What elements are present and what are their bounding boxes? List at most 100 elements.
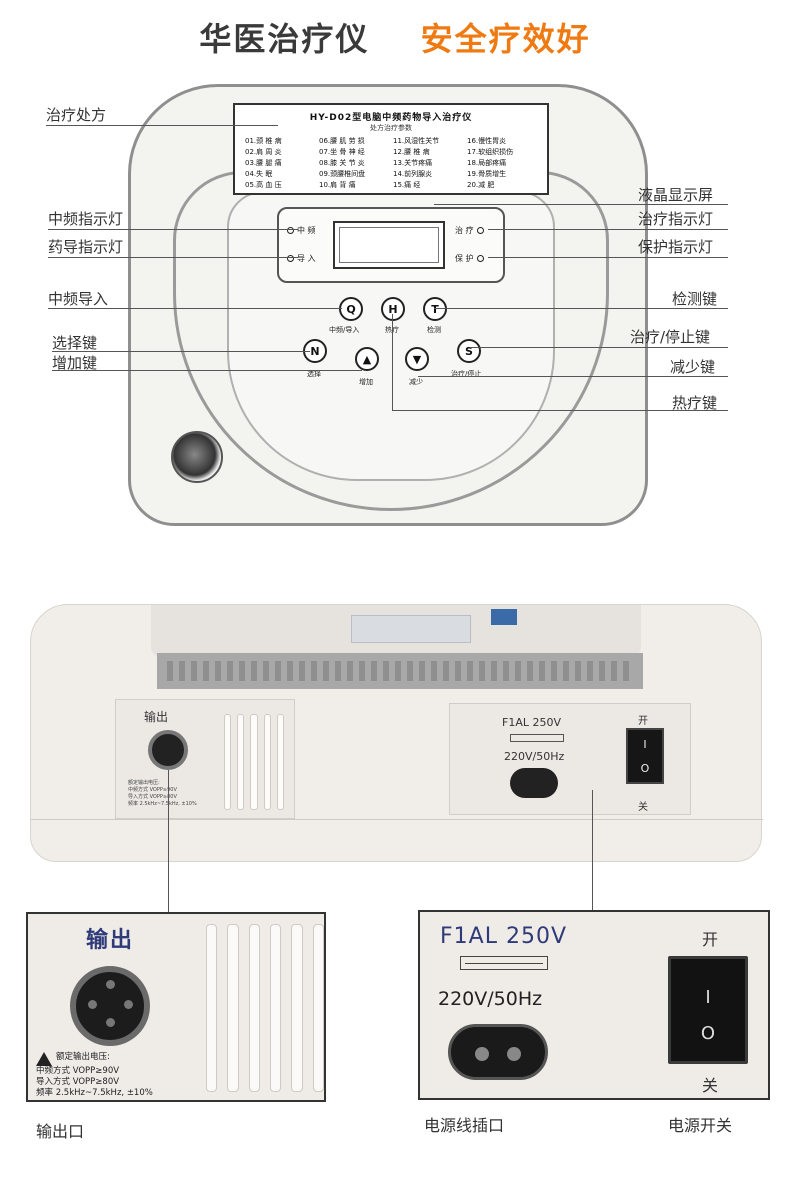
protect-indicator-label: 保 护	[455, 254, 474, 263]
back-warning-line: 中频方式 VOPP≥90V	[128, 787, 177, 793]
key-minus[interactable]: ▼	[405, 347, 429, 371]
back-power-inlet-icon[interactable]	[510, 768, 558, 798]
key-start-stop-label: 治疗/停止	[451, 370, 482, 378]
device-top-view: HY-D02型电脑中频药物导入治疗仪 处方治疗参数 01.颈 椎 病 06.腰 …	[128, 84, 648, 526]
callout-protect-light: 保护指示灯	[638, 238, 714, 256]
output-socket-icon[interactable]	[70, 966, 150, 1046]
prescription-item: 01.颈 椎 病	[245, 137, 282, 145]
back-label-text-pattern	[167, 661, 633, 681]
prescription-item: 19.骨质增生	[467, 170, 507, 178]
prescription-item: 07.坐 骨 神 经	[319, 148, 365, 156]
zoom-output-warning: 额定输出电压: 中频方式 VOPP≥90V 导入方式 VOPP≥80V 频率 2…	[36, 1052, 226, 1099]
caption-output-port: 输出口	[36, 1122, 85, 1141]
prescription-item: 16.慢性胃炎	[467, 137, 507, 145]
back-blue-tab	[491, 609, 517, 625]
back-power-panel: F1AL 250V 220V/50Hz 开 I O 关	[449, 703, 691, 815]
back-label-strip	[157, 653, 643, 689]
vent-slot	[263, 714, 271, 810]
indicator-light-icon	[287, 255, 294, 262]
callout-drug-light: 药导指示灯	[48, 238, 124, 256]
back-fuse-label: F1AL 250V	[502, 716, 561, 729]
prescription-title: HY-D02型电脑中频药物导入治疗仪	[309, 113, 473, 123]
key-test[interactable]: T	[423, 297, 447, 321]
prescription-item: 15.痛 经	[393, 181, 421, 189]
callout-minus-key: 减少键	[670, 358, 716, 376]
zoom-fuse-label: F1AL 250V	[440, 924, 567, 949]
drug-indicator-label: 导 入	[297, 254, 316, 263]
callout-line	[52, 370, 362, 371]
back-output-panel: 输出 额定输出电压: 中频方式 VOPP≥90V 导入方式 VOPP≥80V 频…	[115, 699, 295, 819]
key-heat[interactable]: H	[381, 297, 405, 321]
prescription-item: 08.膝 关 节 炎	[319, 159, 365, 167]
callout-line	[470, 347, 728, 348]
vent-slot	[269, 924, 282, 1092]
callout-line	[488, 229, 728, 230]
fuse-symbol-icon	[510, 734, 564, 742]
callout-line	[488, 257, 728, 258]
zoom-connector-line	[592, 790, 593, 910]
headline: 华医治疗仪 安全疗效好	[0, 14, 790, 60]
zoom-warning-line: 导入方式 VOPP≥80V	[36, 1077, 120, 1087]
vent-slot	[250, 714, 258, 810]
zoom-connector-line	[168, 770, 169, 912]
callout-start-stop-key: 治疗/停止键	[630, 328, 711, 346]
zoom-output-title: 输出	[86, 928, 135, 953]
prescription-item: 20.减 肥	[467, 181, 495, 189]
callout-line	[392, 410, 728, 411]
switch-on-mark: I	[705, 987, 711, 1008]
callout-plus-key: 增加键	[52, 354, 98, 372]
prescription-item: 06.腰 肌 劳 损	[319, 137, 365, 145]
back-power-switch[interactable]: I O	[626, 728, 664, 784]
back-warning-line: 导入方式 VOPP≥80V	[128, 794, 177, 800]
callout-line	[434, 204, 728, 205]
lcd-inner	[339, 227, 439, 263]
key-start-stop[interactable]: S	[457, 339, 481, 363]
key-mf-import[interactable]: Q	[339, 297, 363, 321]
socket-pin	[106, 980, 115, 989]
callout-lcd: 液晶显示屏	[638, 186, 714, 204]
zoom-warning-line: 中频方式 VOPP≥90V	[36, 1066, 120, 1076]
vent-slot	[206, 924, 218, 1092]
callout-line	[418, 376, 728, 377]
zoom-warning-line: 额定输出电压:	[56, 1052, 110, 1062]
vent-slot	[224, 714, 232, 810]
control-display-box: 中 频 导 入 治 疗 保 护	[277, 207, 505, 283]
back-seam	[31, 819, 763, 820]
socket-pin	[88, 1000, 97, 1009]
power-switch[interactable]: I O	[668, 956, 748, 1064]
indicator-light-icon	[287, 227, 294, 234]
callout-line	[48, 257, 298, 258]
switch-on-mark: I	[643, 738, 647, 751]
back-warning-line: 额定输出电压:	[128, 780, 160, 786]
caption-power-inlet: 电源线插口	[424, 1116, 505, 1135]
back-switch-off-label: 关	[638, 802, 648, 813]
prescription-grid: 01.颈 椎 病 06.腰 肌 劳 损 11.风湿性关节 16.慢性胃炎 02.…	[245, 136, 537, 190]
back-vents	[224, 714, 285, 810]
prescription-item: 17.软组织损伤	[467, 148, 514, 156]
callout-line	[46, 125, 278, 126]
indicator-light-icon	[476, 255, 484, 262]
headline-left: 华医治疗仪	[199, 20, 370, 58]
back-output-warning: 额定输出电压: 中频方式 VOPP≥90V 导入方式 VOPP≥80V 频率 2…	[128, 780, 218, 808]
zoom-output-panel: 输出 额定输出电压: 中频方式 VOPP≥90V 导入方式 VOPP≥80V 频…	[26, 912, 326, 1102]
back-voltage-label: 220V/50Hz	[504, 750, 565, 763]
zoom-voltage-label: 220V/50Hz	[438, 988, 543, 1010]
callout-line	[48, 308, 342, 309]
key-plus-label: 增加	[359, 378, 373, 386]
switch-off-mark: O	[700, 1023, 716, 1044]
prescription-item: 10.肩 背 痛	[319, 181, 356, 189]
back-lcd-edge	[351, 615, 471, 643]
callout-heat-key: 热疗键	[672, 394, 718, 412]
prescription-subtitle: 处方治疗参数	[370, 124, 412, 132]
key-test-label: 检测	[427, 326, 441, 334]
prescription-item: 04.失 眠	[245, 170, 273, 178]
key-plus[interactable]: ▲	[355, 347, 379, 371]
prescription-item: 05.高 血 压	[245, 181, 282, 189]
power-inlet-icon[interactable]	[448, 1024, 548, 1080]
prescription-item: 09.颈腰椎间盘	[319, 170, 366, 178]
lcd-screen	[333, 221, 445, 269]
vent-slot	[276, 714, 285, 810]
caption-power-switch: 电源开关	[668, 1116, 733, 1135]
back-warning-line: 频率 2.5kHz~7.5kHz, ±10%	[128, 801, 197, 807]
back-output-socket-icon[interactable]	[148, 730, 188, 770]
